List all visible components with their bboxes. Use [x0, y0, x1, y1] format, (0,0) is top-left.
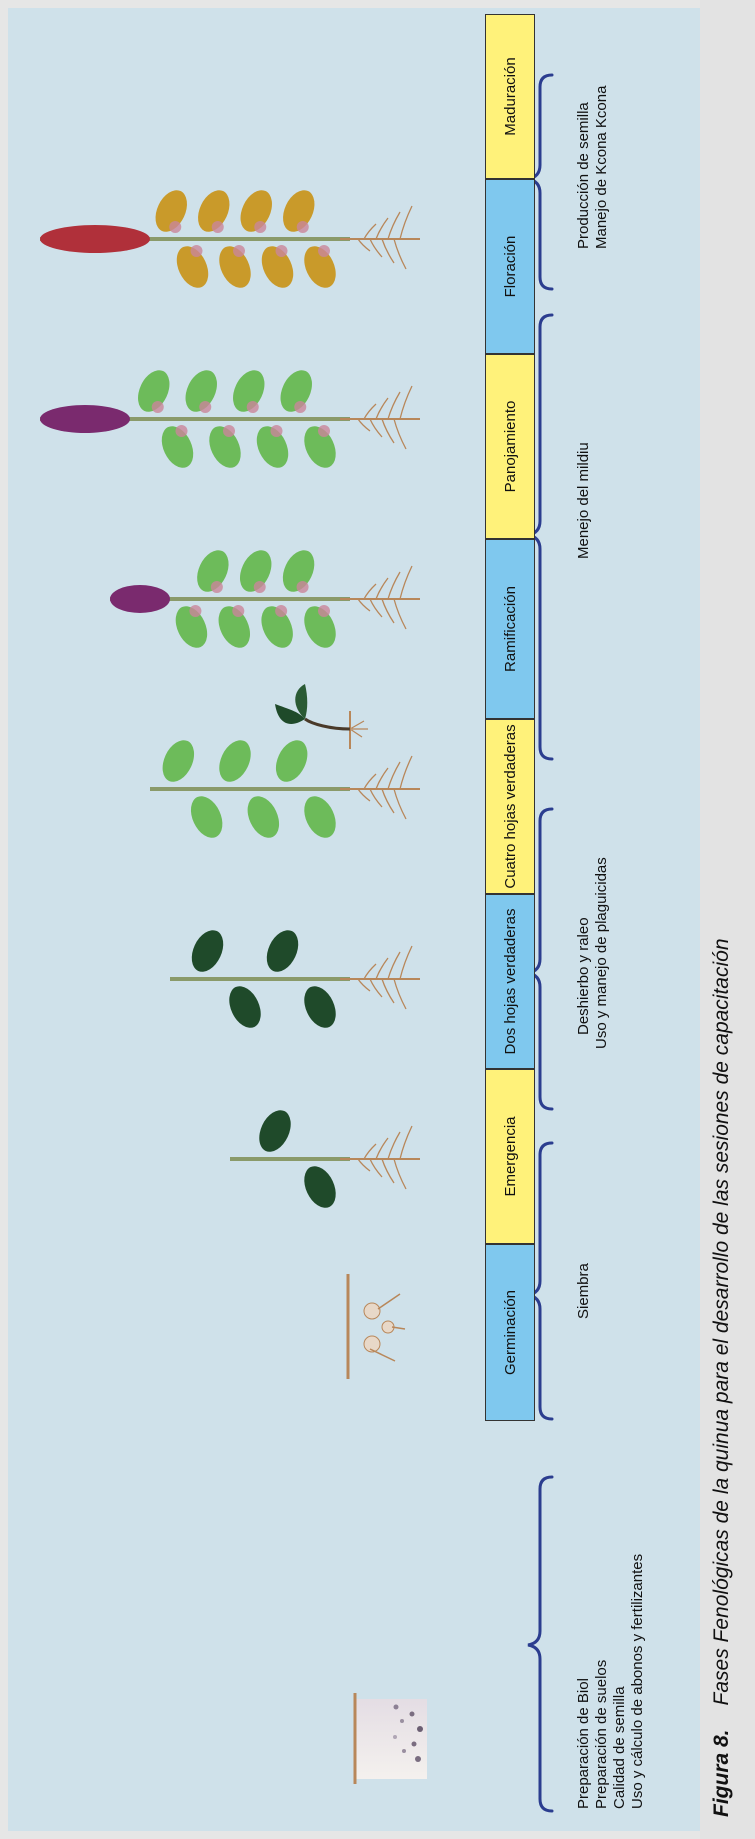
activities-deshierbo: Deshierbo y raleo Uso y manejo de plagui…: [575, 857, 611, 1049]
stage-maduracion: Maduración: [485, 14, 535, 179]
stage-floracion: Floración: [485, 179, 535, 354]
activities-semilla: Producción de semilla Manejo de Kcona Kc…: [575, 86, 611, 249]
stage-germinacion: Germinación: [485, 1244, 535, 1421]
activities-siembra: Siembra: [575, 1263, 593, 1319]
stage-emergencia: Emergencia: [485, 1069, 535, 1244]
stage-cuatro-hojas: Cuatro hojas verdaderas: [485, 719, 535, 894]
caption-label: Figura 8.: [710, 1729, 733, 1817]
figure-caption: Figura 8. Fases Fenológicas de la quinua …: [710, 938, 734, 1817]
stage-dos-hojas: Dos hojas verdaderas: [485, 894, 535, 1069]
stage-panojamiento: Panojamiento: [485, 354, 535, 539]
bracket-preparacion: [528, 1477, 552, 1811]
activities-preparacion: Preparación de Biol Preparación de suelo…: [575, 1554, 647, 1809]
caption-text: Fases Fenológicas de la quinua para el d…: [710, 938, 733, 1705]
stage-ramificacion: Ramificación: [485, 539, 535, 719]
activities-mildiu: Menejo del mildiu: [575, 442, 593, 559]
